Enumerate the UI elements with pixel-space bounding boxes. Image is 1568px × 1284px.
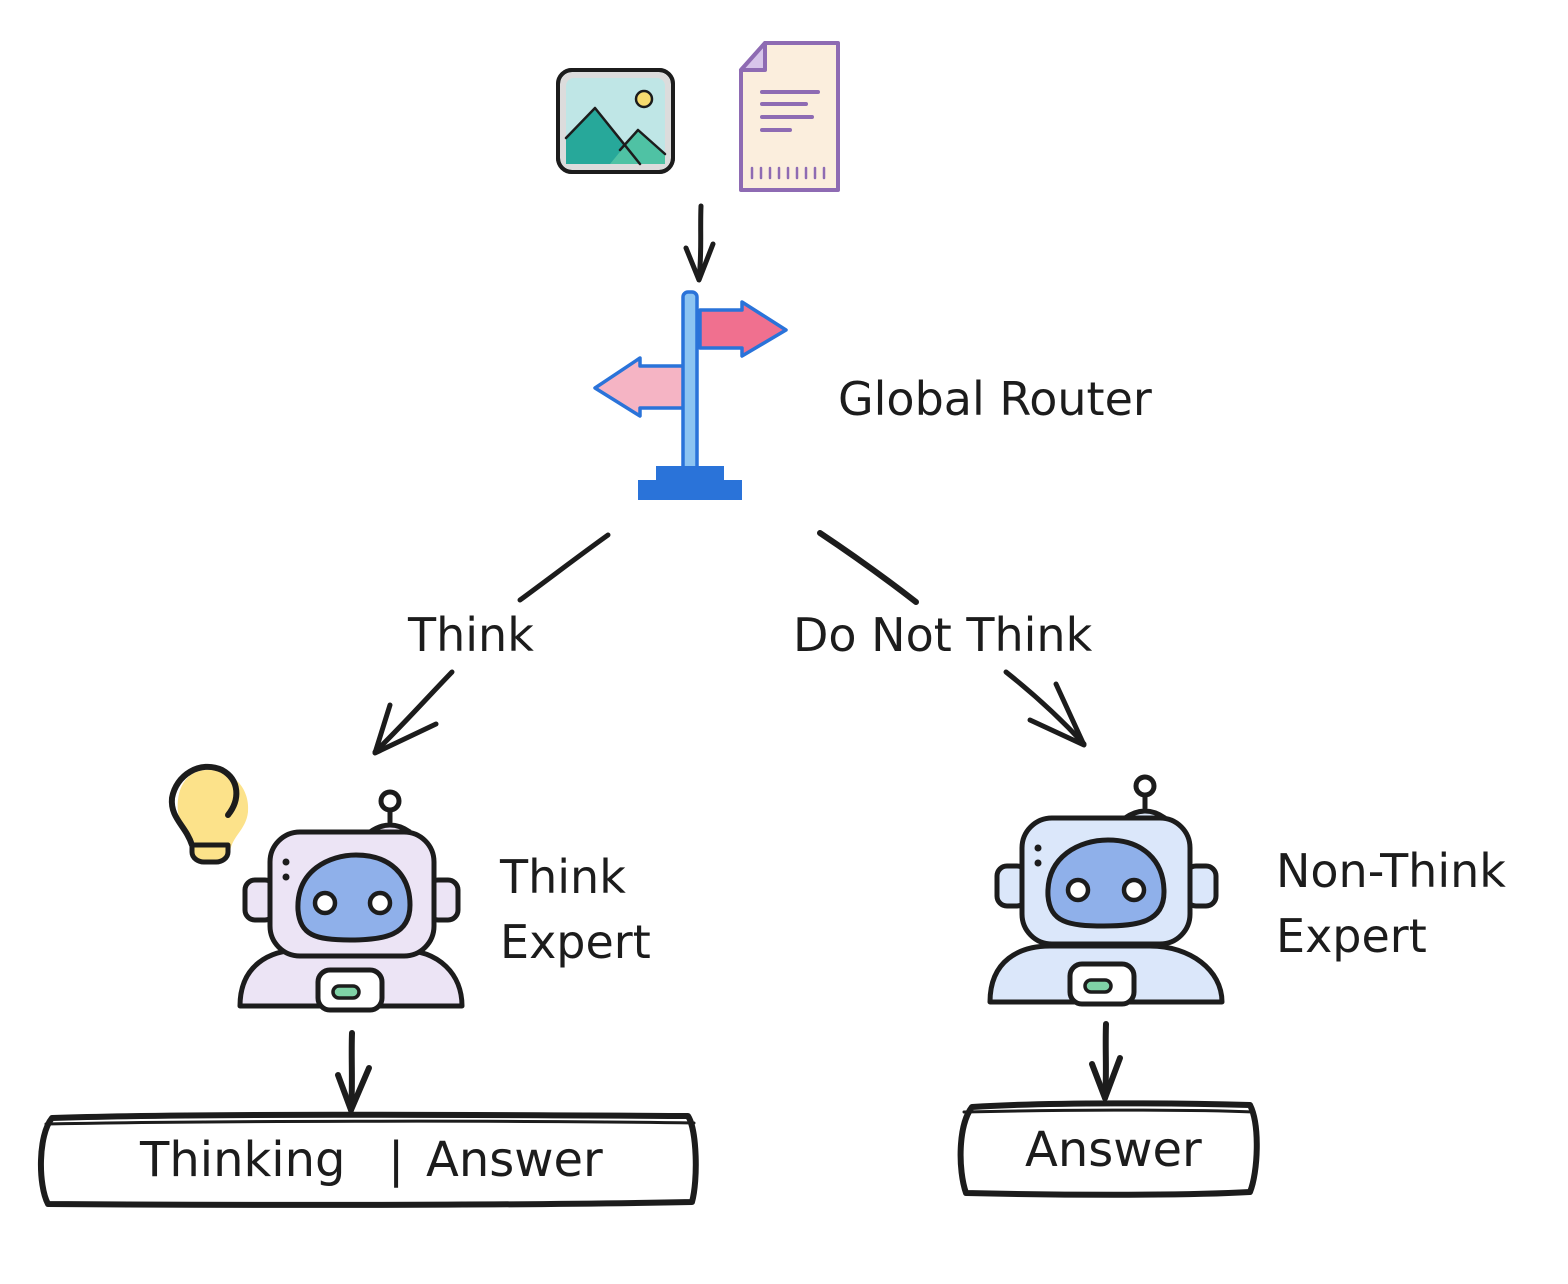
lightbulb-icon [168, 763, 249, 865]
image-icon [556, 68, 675, 174]
arrow-think-expert-to-output [335, 1030, 372, 1113]
branch-label-do-not-think: Do Not Think [793, 608, 1093, 662]
branch-label-think: Think [407, 608, 534, 662]
think-expert-robot [237, 789, 465, 1013]
think-output-separator: | [388, 1132, 404, 1188]
nonthink-expert-robot [987, 774, 1225, 1007]
branch-arrow-think [372, 532, 611, 756]
think-output-part1: Thinking [139, 1132, 346, 1188]
nonthink-output-box [957, 1100, 1260, 1198]
think-expert-label-line1: Think [499, 850, 626, 904]
document-icon [739, 41, 840, 192]
branch-arrow-do-not-think [817, 530, 1087, 748]
nonthink-expert-label-line2: Expert [1276, 909, 1427, 963]
nonthink-output-label: Answer [1025, 1122, 1202, 1178]
think-expert-label-line2: Expert [500, 915, 651, 969]
arrow-nonthink-expert-to-output [1089, 1021, 1123, 1101]
think-output-box [38, 1111, 699, 1208]
nonthink-expert-label-line1: Non-Think [1276, 844, 1506, 898]
arrow-inputs-to-router [683, 203, 716, 283]
signpost-icon [593, 290, 788, 500]
think-output-part2: Answer [426, 1132, 603, 1188]
router-label: Global Router [838, 372, 1152, 426]
